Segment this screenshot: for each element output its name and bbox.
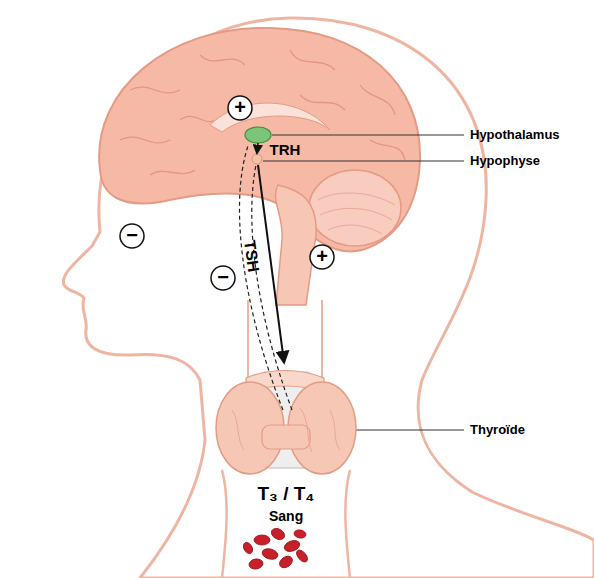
sign-circle: + (309, 244, 335, 270)
organ-label: Hypophyse (470, 154, 540, 169)
region-label: Sang (269, 508, 303, 524)
organ-label: Hypothalamus (470, 128, 560, 143)
pituitary-organ (252, 154, 262, 164)
feedback-line (252, 165, 292, 410)
sign-circle: + (227, 95, 253, 121)
hormone-label: T₃ / T₄ (258, 483, 315, 505)
leader-line (348, 430, 464, 431)
sign-text: + (316, 246, 328, 266)
circle-shape (211, 266, 235, 290)
sign-text: − (126, 225, 138, 245)
body-outline (63, 18, 594, 578)
circle-shape (310, 245, 334, 269)
sign-text: + (234, 97, 246, 117)
blood-cells (242, 526, 310, 570)
leader-line (263, 161, 464, 162)
leader-line (272, 135, 464, 136)
tsh-arrow (258, 165, 284, 362)
cerebellum-folds (318, 193, 395, 234)
sign-text: − (217, 267, 229, 287)
organ-label: Thyroïde (470, 423, 525, 438)
brain (99, 28, 420, 252)
circle-shape (120, 224, 144, 248)
sign-circle: − (210, 265, 236, 291)
circle-shape (228, 96, 252, 120)
cerebellum (309, 170, 401, 246)
hormone-label: TSH (240, 239, 263, 273)
blood-region (222, 470, 350, 578)
thyroid-gland (216, 382, 356, 474)
feedback-line (239, 146, 283, 410)
hormone-label: TRH (270, 141, 301, 158)
brain-gyri (120, 50, 405, 175)
sign-circle: − (119, 223, 145, 249)
hypothalamus-organ (245, 127, 271, 143)
trh-arrow (257, 143, 258, 153)
brainstem (276, 185, 317, 305)
